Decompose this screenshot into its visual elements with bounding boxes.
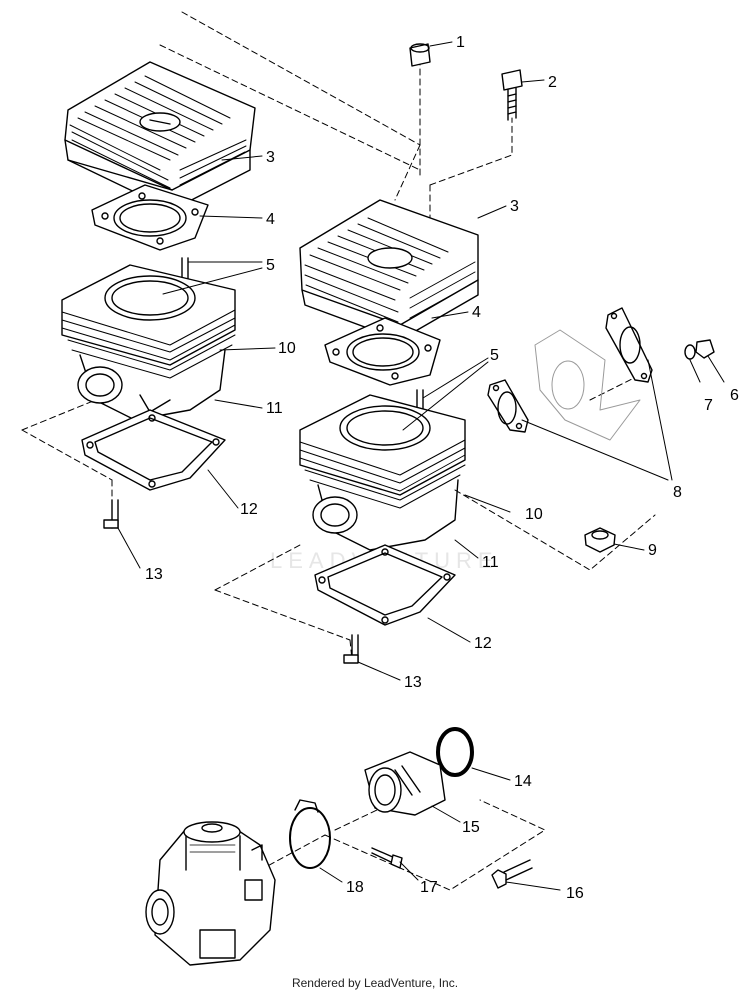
callout-18: 18 — [346, 879, 364, 896]
cylinder-right — [299, 394, 466, 551]
washer-7 — [684, 344, 696, 360]
cylinder-left — [61, 264, 236, 421]
cylinder-head-left — [64, 61, 256, 211]
callout-13-right: 13 — [404, 674, 422, 691]
head-gasket-left — [91, 184, 209, 251]
callout-10-left: 10 — [278, 340, 296, 357]
fitting-right — [343, 634, 359, 664]
intake-boot-15 — [364, 751, 446, 816]
callout-13-left: 13 — [145, 566, 163, 583]
nut-6 — [695, 339, 715, 359]
carburetor — [145, 821, 276, 966]
exhaust-manifold — [534, 329, 641, 441]
callout-9: 9 — [648, 542, 657, 559]
nut-9 — [584, 527, 616, 553]
callout-1: 1 — [456, 34, 465, 51]
callout-3-right: 3 — [510, 198, 519, 215]
callout-15: 15 — [462, 819, 480, 836]
screw-1 — [409, 43, 431, 67]
callout-3-left: 3 — [266, 149, 275, 166]
bolt-16 — [491, 859, 533, 889]
callout-4-right: 4 — [472, 304, 481, 321]
bolt-2 — [501, 69, 523, 121]
callout-12-right: 12 — [474, 635, 492, 652]
fitting-left — [103, 499, 119, 529]
callout-4-left: 4 — [266, 211, 275, 228]
head-gasket-right — [324, 317, 441, 386]
exhaust-gasket-left — [487, 379, 529, 433]
callout-11-right: 11 — [482, 554, 499, 571]
base-gasket-left — [81, 409, 226, 491]
callout-7: 7 — [704, 397, 713, 414]
callout-14: 14 — [514, 773, 532, 790]
callout-5-left: 5 — [266, 257, 275, 274]
reference-lines — [21, 11, 656, 891]
leader-lines — [117, 41, 725, 891]
callout-8: 8 — [673, 484, 682, 501]
callout-17: 17 — [420, 879, 438, 896]
callout-5-right: 5 — [490, 347, 499, 364]
callout-2: 2 — [548, 74, 557, 91]
exhaust-gasket-right — [605, 307, 653, 383]
callout-6: 6 — [730, 387, 739, 404]
callout-10-right: 10 — [525, 506, 543, 523]
base-gasket-right — [314, 544, 456, 626]
cylinder-head-right — [299, 199, 479, 341]
screw-17 — [371, 847, 403, 869]
callout-16: 16 — [566, 885, 584, 902]
footer-credit: Rendered by LeadVenture, Inc. — [291, 976, 459, 990]
callout-12-left: 12 — [240, 501, 258, 518]
callout-11-left: 11 — [266, 400, 283, 417]
o-ring-14 — [436, 727, 474, 777]
clamp-18 — [289, 799, 331, 869]
